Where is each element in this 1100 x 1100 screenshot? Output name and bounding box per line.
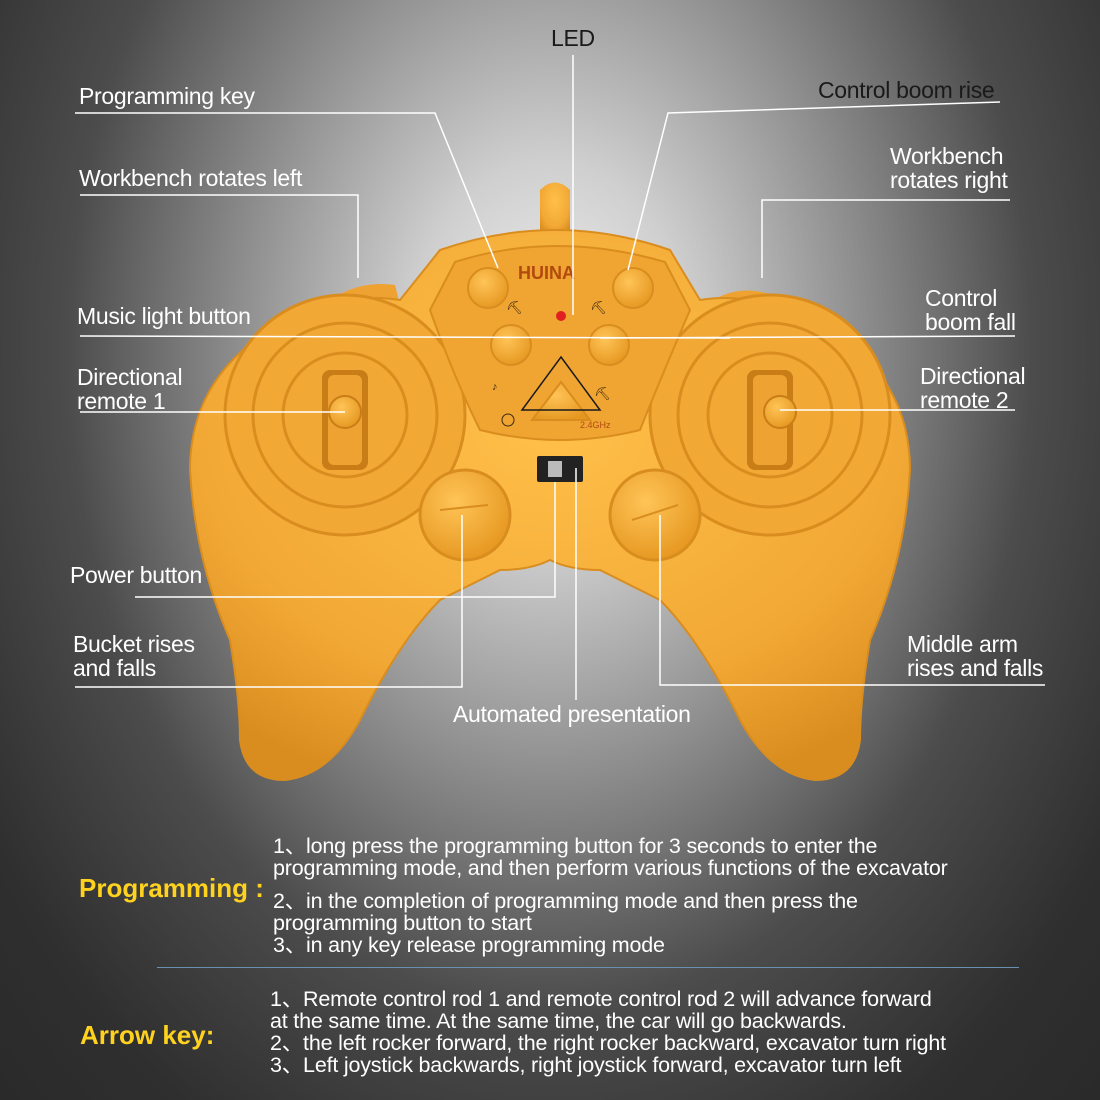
automated-presentation-label: Automated presentation	[453, 701, 691, 727]
arrow-key-line-4: 3、Left joystick backwards, right joystic…	[270, 1053, 902, 1077]
bucket-rises-and-falls-dial[interactable]	[418, 468, 512, 562]
antenna	[540, 182, 570, 235]
triangle-outline-icon	[520, 355, 602, 411]
frequency-mark: 2.4GHz	[580, 420, 611, 430]
control-boom-rise-label: Control boom rise	[818, 77, 995, 103]
decorative-icon	[501, 413, 515, 427]
excavator-icon: ⛏	[590, 300, 607, 315]
arrow-key-line-3: 2、the left rocker forward, the right roc…	[270, 1031, 946, 1055]
section-divider	[157, 967, 1019, 968]
excavator-icon: ⛏	[506, 300, 523, 315]
control-boom-fall-button[interactable]	[588, 324, 630, 366]
middle-arm-rises-and-falls-dial[interactable]	[608, 468, 702, 562]
arrow-key-heading: Arrow key:	[80, 1020, 215, 1050]
directional-remote-1-label: Directional remote 1	[77, 364, 183, 414]
workbench-rotates-right-label: Workbench rotates right	[890, 143, 1008, 193]
excavator-icon: ⛏	[594, 386, 611, 401]
bucket-rises-and-falls-label: Bucket rises and falls	[73, 631, 195, 681]
programming-line-5: 3、in any key release programming mode	[273, 933, 665, 957]
brand-logo: HUINA	[518, 263, 575, 283]
programming-line-3: 2、in the completion of programming mode …	[273, 889, 858, 913]
arrow-key-line-1: 1、Remote control rod 1 and remote contro…	[270, 987, 932, 1011]
power-button-label: Power button	[70, 562, 202, 588]
programming-line-1: 1、long press the programming button for …	[273, 834, 878, 858]
music-light-button[interactable]	[490, 324, 532, 366]
directional-remote-2-stick[interactable]	[763, 395, 797, 429]
workbench-rotates-left-label: Workbench rotates left	[79, 165, 303, 191]
programming-heading: Programming :	[79, 873, 264, 903]
control-boom-rise-button[interactable]	[612, 267, 654, 309]
music-light-button-label: Music light button	[77, 303, 251, 329]
callout-lines	[75, 55, 1045, 700]
led-indicator	[556, 311, 566, 321]
programming-line-4: programming button to start	[273, 911, 532, 935]
control-boom-fall-label: Control boom fall	[925, 285, 1016, 335]
led-label: LED	[551, 25, 595, 51]
programming-key[interactable]	[467, 267, 509, 309]
arrow-key-line-2: at the same time. At the same time, the …	[270, 1009, 847, 1033]
programming-line-2: programming mode, and then perform vario…	[273, 856, 948, 880]
directional-remote-2-label: Directional remote 2	[920, 363, 1026, 413]
music-icon: ♪	[492, 381, 498, 393]
programming-key-label: Programming key	[79, 83, 255, 109]
middle-arm-rises-and-falls-label: Middle arm rises and falls	[907, 631, 1044, 681]
